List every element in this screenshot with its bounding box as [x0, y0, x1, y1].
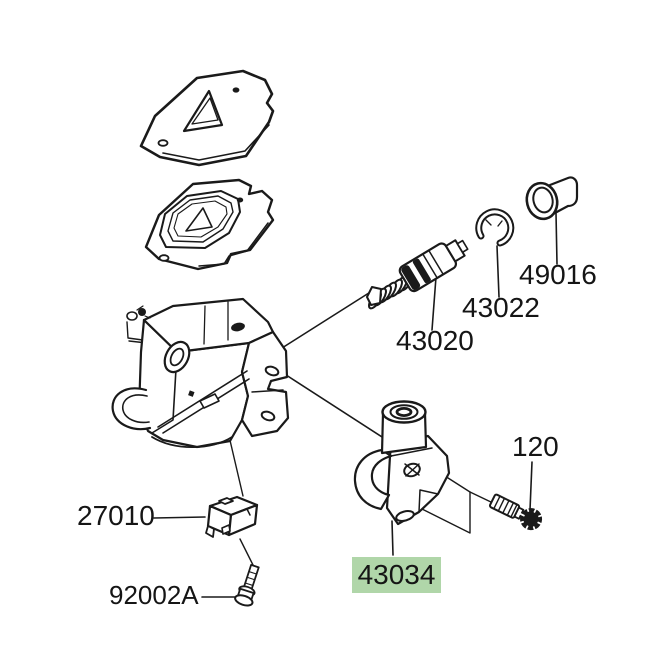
- part-label-43034[interactable]: 43034: [357, 559, 436, 590]
- part-label-49016[interactable]: 49016: [519, 259, 597, 290]
- diaphragm-plate-drawing: [144, 178, 275, 271]
- part-label-43022[interactable]: 43022: [462, 292, 540, 323]
- part-label-43034-highlight[interactable]: 43034: [352, 557, 441, 593]
- reservoir-cap-drawing: [139, 69, 275, 167]
- part-label-27010[interactable]: 27010: [77, 500, 155, 531]
- clutch-switch-drawing: [205, 495, 259, 538]
- switch-screw-drawing: [234, 564, 260, 607]
- clamp-bolt-drawing: [489, 493, 544, 533]
- bleeder-screw-drawing: [126, 305, 151, 321]
- dust-boot-drawing: [525, 176, 579, 221]
- piston-spring-assembly-drawing: [366, 239, 469, 310]
- part-label-43020[interactable]: 43020: [396, 325, 474, 356]
- lever-holder-clamp-drawing: [353, 400, 451, 526]
- part-label-92002A[interactable]: 92002A: [109, 580, 199, 610]
- master-cylinder-body-drawing: [111, 297, 290, 449]
- part-label-120[interactable]: 120: [512, 431, 559, 462]
- circlip-drawing: [475, 208, 515, 247]
